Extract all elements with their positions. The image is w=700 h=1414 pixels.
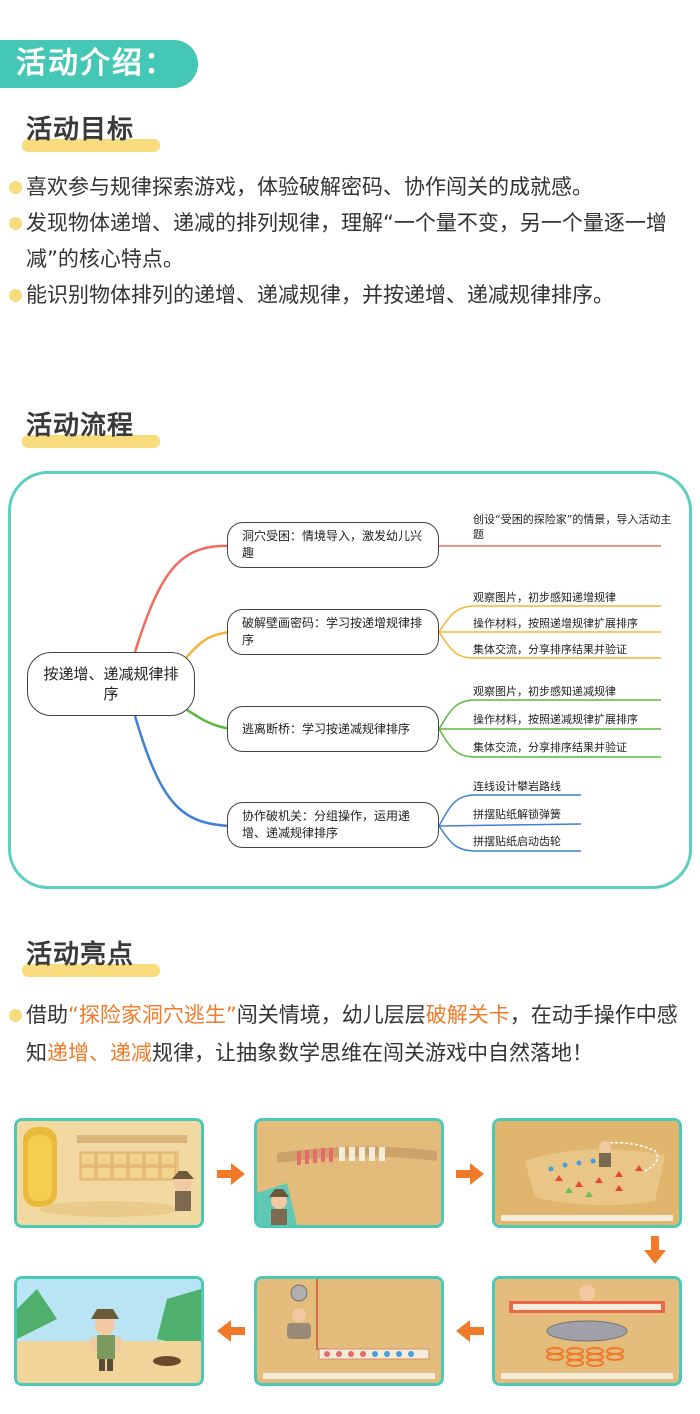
branch-node-4: 协作破机关：分组操作，运用递增、递减规律排序 xyxy=(227,802,439,848)
arrow-right-icon xyxy=(456,1163,484,1189)
arrow-right-icon xyxy=(217,1163,245,1189)
bullet-dot-icon xyxy=(9,289,22,302)
goals-list: 喜欢参与规律探索游戏，体验破解密码、协作闯关的成就感。 发现物体递增、递减的排列… xyxy=(8,169,696,313)
goal-item: 喜欢参与规律探索游戏，体验破解密码、协作闯关的成就感。 xyxy=(8,169,696,205)
leaf-4-1: 连线设计攀岩路线 xyxy=(473,780,561,793)
flow-heading: 活动流程 xyxy=(22,408,160,448)
game-screenshot-3 xyxy=(492,1118,682,1228)
leaf-line xyxy=(438,605,661,633)
bullet-dot-icon xyxy=(9,1009,22,1022)
page-title: 活动介绍： xyxy=(0,40,198,88)
leaf-line xyxy=(438,631,661,659)
arrow-down-icon xyxy=(644,1236,666,1268)
leaf-3-1: 观察图片，初步感知递减规律 xyxy=(473,685,616,698)
game-screenshot-4 xyxy=(492,1276,682,1386)
goals-heading-text: 活动目标 xyxy=(26,115,135,145)
game-illustration xyxy=(17,1121,201,1225)
leaf-3-3: 集体交流，分享排序结果并验证 xyxy=(473,741,627,754)
goals-heading: 活动目标 xyxy=(22,112,160,152)
leaf-3-2: 操作材料，按照递减规律扩展排序 xyxy=(473,713,638,726)
branch-node-2: 破解壁画密码：学习按递增规律排序 xyxy=(227,609,439,655)
leaf-4-3: 拼摆贴纸启动齿轮 xyxy=(473,835,561,848)
mind-map: 按递增、递减规律排序 洞穴受困：情境导入，激发幼儿兴趣 破解壁画密码：学习按递增… xyxy=(8,471,692,889)
connector-1 xyxy=(133,544,232,653)
game-illustration xyxy=(495,1121,679,1225)
arrow-left-icon xyxy=(217,1320,245,1346)
game-illustration xyxy=(17,1279,201,1383)
heading-underline xyxy=(22,139,160,152)
leaf-line xyxy=(438,794,581,827)
connector-3 xyxy=(180,704,232,731)
leaf-line xyxy=(438,823,582,827)
leaf-2-3: 集体交流，分享排序结果并验证 xyxy=(473,643,627,656)
branch-node-3: 逃离断桥：学习按递减规律排序 xyxy=(227,706,439,752)
highlight-item: 借助“探险家洞穴逃生”闯关情境，幼儿层层破解关卡，在动手操作中感知递增、递减规律… xyxy=(8,996,692,1072)
highlights-heading-text: 活动亮点 xyxy=(26,940,135,970)
leaf-4-2: 拼摆贴纸解锁弹簧 xyxy=(473,808,561,821)
mind-map-root: 按递增、递减规律排序 xyxy=(27,652,195,716)
game-illustration xyxy=(257,1279,441,1383)
goal-item: 发现物体递增、递减的排列规律，理解“一个量不变，另一个量逐一增减”的核心特点。 xyxy=(8,205,696,277)
leaf-1-1: 创设“受困的探险家”的情景，导入活动主题 xyxy=(473,513,672,541)
highlights-heading: 活动亮点 xyxy=(22,937,160,977)
game-illustration xyxy=(495,1279,679,1383)
leaf-line xyxy=(438,728,661,758)
highlights-paragraph: 借助“探险家洞穴逃生”闯关情境，幼儿层层破解关卡，在动手操作中感知递增、递减规律… xyxy=(8,996,692,1072)
connector-4 xyxy=(133,715,232,828)
leaf-2-2: 操作材料，按照递增规律扩展排序 xyxy=(473,617,638,630)
bullet-dot-icon xyxy=(9,217,22,230)
leaf-2-1: 观察图片，初步感知递增规律 xyxy=(473,591,616,604)
leaf-line xyxy=(438,825,581,852)
game-screenshot-1 xyxy=(14,1118,204,1228)
heading-underline xyxy=(22,435,160,448)
game-screenshot-2 xyxy=(254,1118,444,1228)
game-illustration xyxy=(257,1121,441,1225)
arrow-left-icon xyxy=(456,1320,484,1346)
flow-heading-text: 活动流程 xyxy=(26,411,135,441)
branch-node-1: 洞穴受困：情境导入，激发幼儿兴趣 xyxy=(227,522,439,568)
leaf-line xyxy=(438,699,661,730)
bullet-dot-icon xyxy=(9,181,22,194)
heading-underline xyxy=(22,964,160,977)
game-screenshot-5 xyxy=(254,1276,444,1386)
game-screenshot-6 xyxy=(14,1276,204,1386)
goal-item: 能识别物体排列的递增、递减规律，并按递增、递减规律排序。 xyxy=(8,277,696,313)
